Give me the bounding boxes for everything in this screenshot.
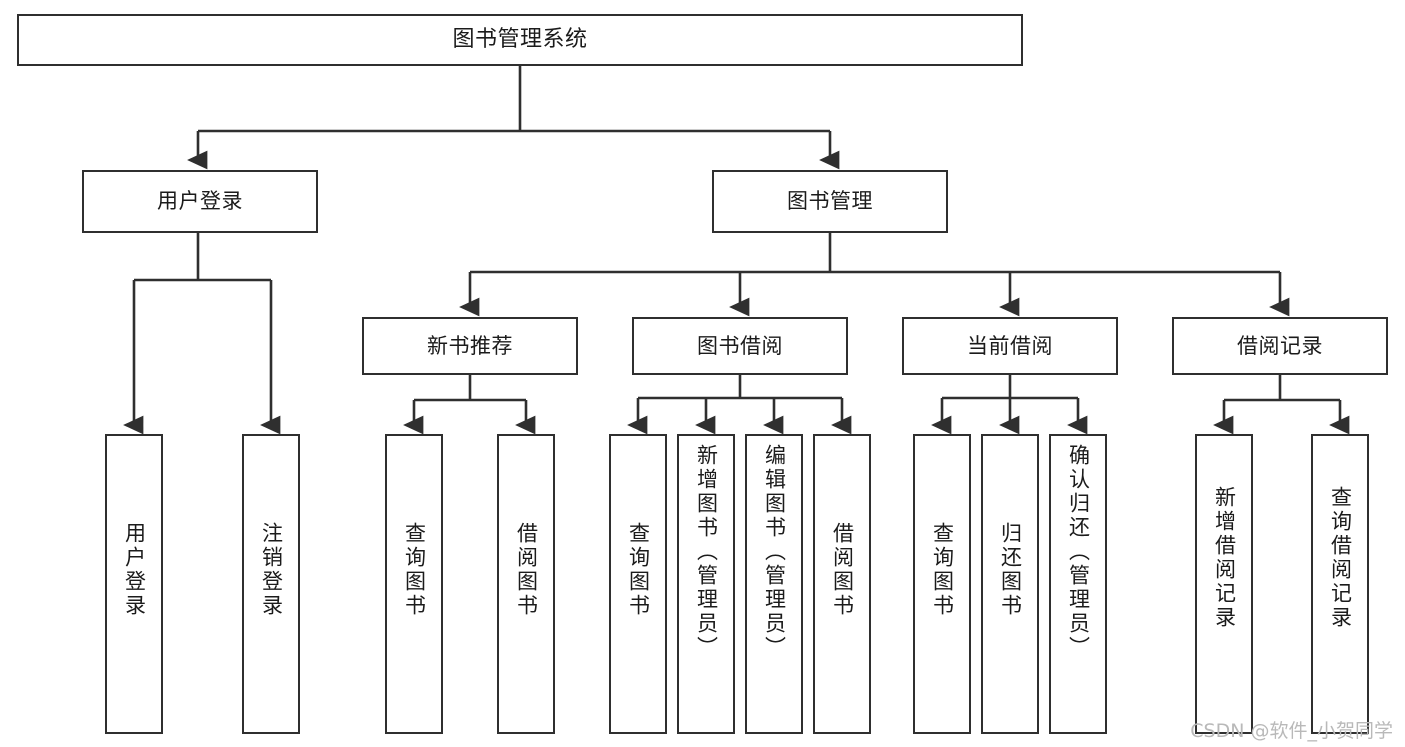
node-label: 新增图书（管理员） xyxy=(694,444,719,660)
node-book-management[interactable]: 图书管理 xyxy=(712,170,948,233)
node-leaf-query-book-current[interactable]: 查询图书 xyxy=(913,434,971,734)
node-label: 新增借阅记录 xyxy=(1212,486,1237,630)
node-leaf-query-borrow-record[interactable]: 查询借阅记录 xyxy=(1311,434,1369,734)
node-leaf-user-login[interactable]: 用户登录 xyxy=(105,434,163,734)
node-label: 确认归还（管理员） xyxy=(1066,444,1091,660)
node-label: 当前借阅 xyxy=(967,333,1053,358)
node-leaf-edit-book-admin[interactable]: 编辑图书（管理员） xyxy=(745,434,803,734)
node-label: 图书管理 xyxy=(787,189,873,214)
node-leaf-return-book[interactable]: 归还图书 xyxy=(981,434,1039,734)
node-label: 用户登录 xyxy=(122,522,147,618)
node-new-book-recommend[interactable]: 新书推荐 xyxy=(362,317,578,375)
node-label: 查询图书 xyxy=(402,522,427,618)
node-label: 用户登录 xyxy=(157,189,243,214)
node-book-management-system[interactable]: 图书管理系统 xyxy=(17,14,1023,66)
node-label: 借阅图书 xyxy=(514,522,539,618)
node-leaf-add-borrow-record[interactable]: 新增借阅记录 xyxy=(1195,434,1253,734)
node-book-borrow[interactable]: 图书借阅 xyxy=(632,317,848,375)
node-leaf-query-book-borrow[interactable]: 查询图书 xyxy=(609,434,667,734)
node-borrow-record[interactable]: 借阅记录 xyxy=(1172,317,1388,375)
node-leaf-query-book-recommend[interactable]: 查询图书 xyxy=(385,434,443,734)
node-label: 图书管理系统 xyxy=(452,27,588,53)
node-label: 查询图书 xyxy=(930,522,955,618)
node-label: 注销登录 xyxy=(259,522,284,618)
node-leaf-add-book-admin[interactable]: 新增图书（管理员） xyxy=(677,434,735,734)
node-leaf-borrow-book-recommend[interactable]: 借阅图书 xyxy=(497,434,555,734)
node-label: 编辑图书（管理员） xyxy=(762,444,787,660)
node-label: 借阅记录 xyxy=(1237,333,1323,358)
node-label: 图书借阅 xyxy=(697,333,783,358)
node-label: 查询借阅记录 xyxy=(1328,486,1353,630)
node-leaf-borrow-book[interactable]: 借阅图书 xyxy=(813,434,871,734)
node-leaf-logout[interactable]: 注销登录 xyxy=(242,434,300,734)
node-leaf-confirm-return-admin[interactable]: 确认归还（管理员） xyxy=(1049,434,1107,734)
node-label: 借阅图书 xyxy=(830,522,855,618)
node-user-login[interactable]: 用户登录 xyxy=(82,170,318,233)
node-label: 归还图书 xyxy=(998,522,1023,618)
node-label: 查询图书 xyxy=(626,522,651,618)
node-label: 新书推荐 xyxy=(427,333,513,358)
node-current-borrow[interactable]: 当前借阅 xyxy=(902,317,1118,375)
csdn-watermark: CSDN @软件_小贺同学 xyxy=(1190,720,1393,742)
